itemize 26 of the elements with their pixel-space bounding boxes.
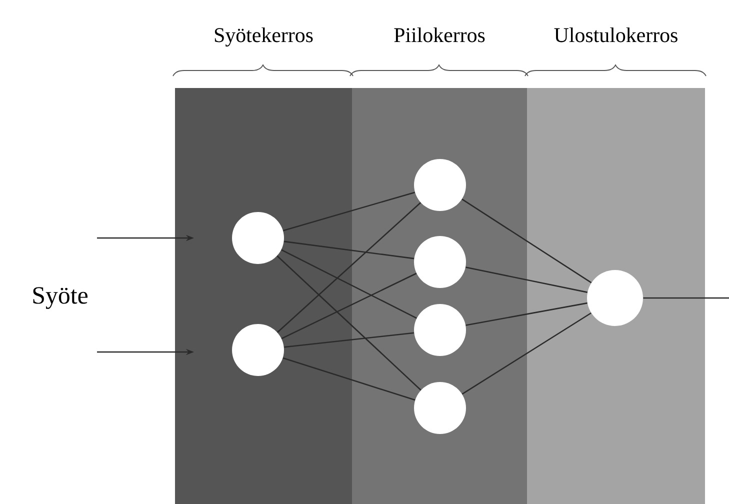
neuron-circle — [414, 382, 466, 434]
node-label: Ulostulokerros — [554, 27, 678, 42]
connection-line — [462, 198, 592, 284]
connection-line — [282, 192, 416, 232]
layer-band: Ulostulokerros — [527, 27, 705, 504]
connection-line — [276, 202, 422, 333]
layer-band: Syötekerros — [175, 27, 352, 504]
neuron-circle — [414, 159, 466, 211]
connection-line — [466, 266, 588, 293]
connection-line — [466, 302, 588, 326]
connection-line — [282, 357, 416, 401]
neuron-circle — [232, 212, 284, 264]
neuron-circle — [414, 304, 466, 356]
connection-line — [281, 249, 417, 319]
node-label: Piilokerros — [394, 27, 485, 42]
node-label: Syötekerros — [214, 27, 313, 47]
neuron-circle — [232, 324, 284, 376]
neuron-circle — [414, 236, 466, 288]
connection-line — [284, 240, 414, 260]
input-label: Syöte — [33, 287, 88, 309]
neuron-circle — [587, 270, 643, 326]
connection-line — [284, 332, 414, 348]
connection-line — [462, 312, 592, 395]
connection-line — [281, 272, 417, 340]
output-line — [643, 297, 729, 299]
connection-line — [276, 255, 422, 391]
